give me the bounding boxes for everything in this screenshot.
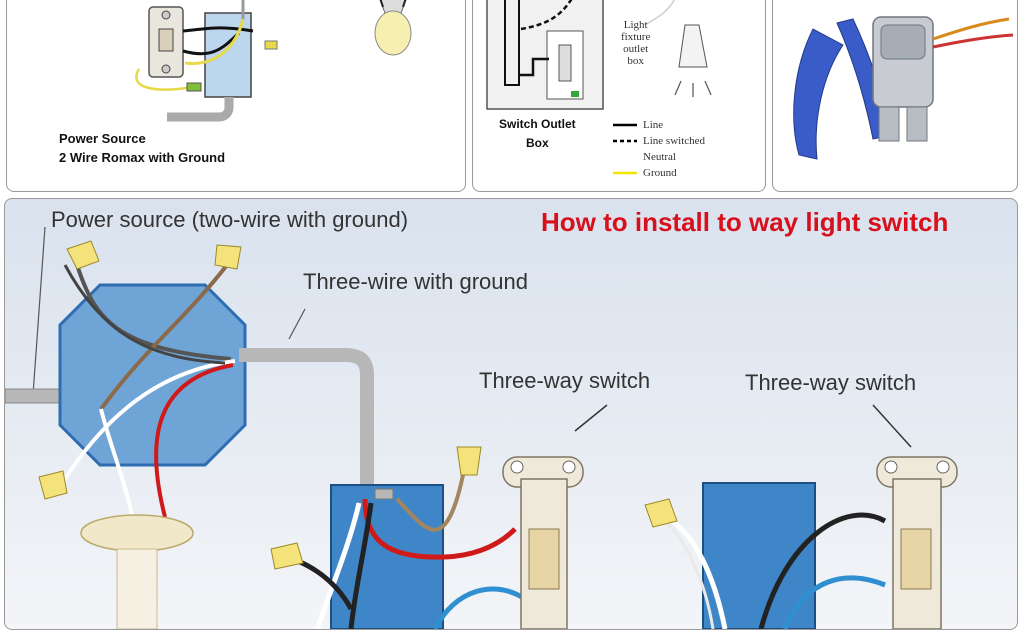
legend-line-switched: Line switched bbox=[643, 135, 706, 147]
diagram-title: How to install to way light switch bbox=[541, 207, 949, 237]
robot-with-pliers-illustration bbox=[793, 16, 1014, 160]
legend-line: Line bbox=[643, 119, 664, 131]
romax-label: 2 Wire Romax with Ground bbox=[59, 150, 226, 165]
switch-wiring-illustration bbox=[135, 0, 412, 122]
panel-main-three-way: Power source (two-wire with ground) Thre… bbox=[4, 198, 1018, 630]
three-way-switch-right-label: Three-way switch bbox=[745, 370, 917, 395]
three-way-wiring-diagram bbox=[5, 226, 958, 629]
legend-ground: Ground bbox=[643, 167, 677, 179]
power-source-label: Power source (two-wire with ground) bbox=[51, 207, 409, 232]
panel-robot-pliers bbox=[772, 0, 1018, 192]
legend-neutral: Neutral bbox=[643, 151, 676, 163]
panel-switch-wiring-detail: Power Source 2 Wire Romax with Ground bbox=[6, 0, 466, 192]
schematic-illustration bbox=[486, 0, 712, 175]
power-source-label: Power Source bbox=[59, 131, 146, 146]
three-way-switch-left-label: Three-way switch bbox=[479, 368, 651, 393]
panel-schematic: Light fixture outlet box Switch Outlet B… bbox=[472, 0, 766, 192]
three-wire-label: Three-wire with ground bbox=[303, 269, 528, 294]
switch-outlet-box-label: Switch Outlet Box bbox=[499, 117, 576, 150]
light-fixture-label: Light fixture outlet box bbox=[621, 19, 651, 67]
